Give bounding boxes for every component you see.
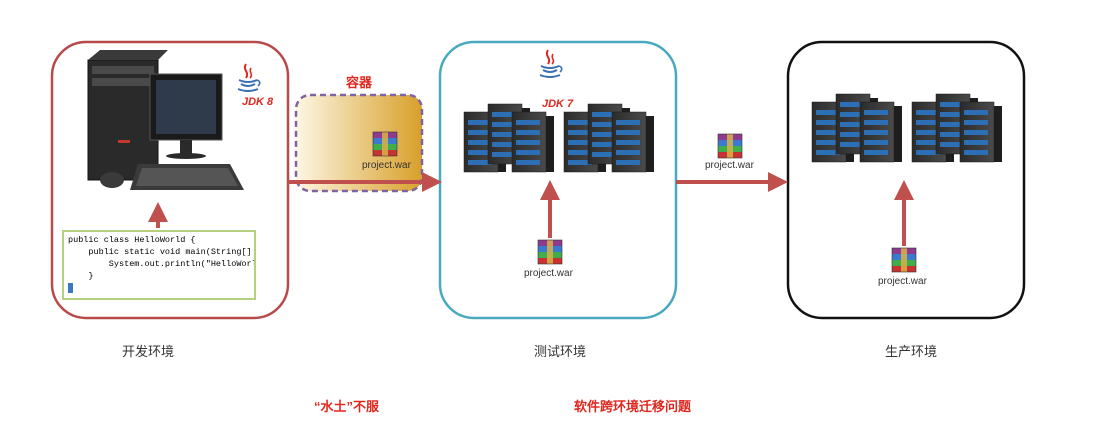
dev-environment-label: 开发环境 (122, 344, 175, 359)
code-line: } (68, 271, 94, 281)
transfer-artifact-label: project.war (705, 160, 754, 171)
caption-left: “水土”不服 (314, 399, 380, 414)
archive-icon (372, 131, 398, 157)
caption-right: 软件跨环境迁移问题 (574, 399, 692, 414)
java-logo-icon (237, 63, 261, 92)
server-icon (812, 94, 902, 162)
code-cursor (68, 282, 250, 294)
server-icon (564, 104, 654, 172)
archive-icon (717, 133, 743, 159)
container-label: 容器 (346, 75, 373, 90)
dev-jdk-label: JDK 8 (242, 96, 274, 108)
code-snippet: public class HelloWorld { public static … (62, 230, 256, 300)
container-artifact-label: project.war (362, 160, 411, 171)
server-icon (912, 94, 1002, 162)
test-artifact-label: project.war (524, 268, 573, 279)
code-line: System.out.println("HelloWorld"); (108, 259, 254, 269)
container-box (294, 93, 424, 193)
desktop-computer-icon (87, 50, 244, 190)
code-line: public class HelloWorld { (68, 235, 196, 245)
server-icon (464, 104, 554, 172)
prod-environment-box (786, 40, 1026, 320)
java-logo-icon (539, 49, 563, 78)
code-line: public static void main(String[] args) { (88, 247, 252, 257)
prod-environment-label: 生产环境 (885, 344, 938, 359)
archive-icon (537, 239, 563, 265)
archive-icon (891, 247, 917, 273)
prod-artifact-label: project.war (878, 276, 927, 287)
test-environment-label: 测试环境 (534, 344, 587, 359)
test-jdk-label: JDK 7 (542, 98, 574, 110)
